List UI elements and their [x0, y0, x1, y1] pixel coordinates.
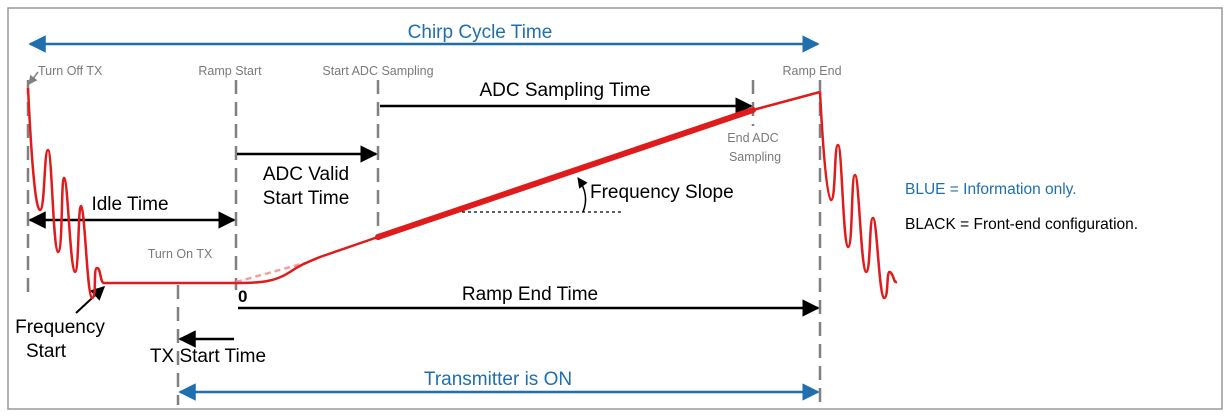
frequency-start-label-line1: Frequency: [15, 317, 105, 338]
end-adc-sampling-label-line1: End ADC: [727, 131, 778, 145]
diagram-frame: [7, 7, 1223, 410]
chirp-cycle-time-label: Chirp Cycle Time: [408, 22, 553, 43]
adc-sampling-time-label: ADC Sampling Time: [479, 80, 650, 101]
ideal-ramp-start-dashed: [235, 261, 306, 284]
frequency-slope-label: Frequency Slope: [590, 182, 734, 203]
transmitter-on-label: Transmitter is ON: [424, 369, 572, 390]
signal-adc-sampling-segment: [375, 107, 756, 240]
ramp-start-label: Ramp Start: [198, 64, 262, 78]
adc-valid-start-time-label-line2: Start Time: [263, 188, 350, 209]
legend-black: BLACK = Front-end configuration.: [905, 216, 1138, 233]
slope-angle-arc: [577, 177, 588, 213]
signal-ramp-settle: [235, 235, 379, 285]
frequency-start-pointer: [75, 286, 106, 314]
signal-rampdown-ringing: [818, 91, 898, 300]
legend-blue: BLUE = Information only.: [905, 181, 1077, 198]
tx-start-time-label: TX Start Time: [150, 346, 266, 367]
end-adc-sampling-label-line2: Sampling: [729, 150, 781, 164]
turn-off-tx-pointer: [28, 71, 39, 85]
ramp-end-label: Ramp End: [782, 64, 841, 78]
adc-valid-start-time-label-line1: ADC Valid: [263, 164, 349, 185]
frequency-start-label-line2: Start: [26, 341, 67, 362]
marker-lines: [26, 80, 822, 405]
zero-label: 0: [238, 287, 247, 306]
turn-on-tx-label: Turn On TX: [148, 247, 213, 261]
ramp-end-time-label: Ramp End Time: [462, 284, 598, 305]
idle-time-label: Idle Time: [91, 194, 168, 215]
turn-off-tx-label: Turn Off TX: [38, 64, 103, 78]
signal-idle-ringing: [26, 87, 236, 300]
start-adc-sampling-label: Start ADC Sampling: [322, 64, 433, 78]
signal-ramp-tail: [752, 90, 821, 112]
